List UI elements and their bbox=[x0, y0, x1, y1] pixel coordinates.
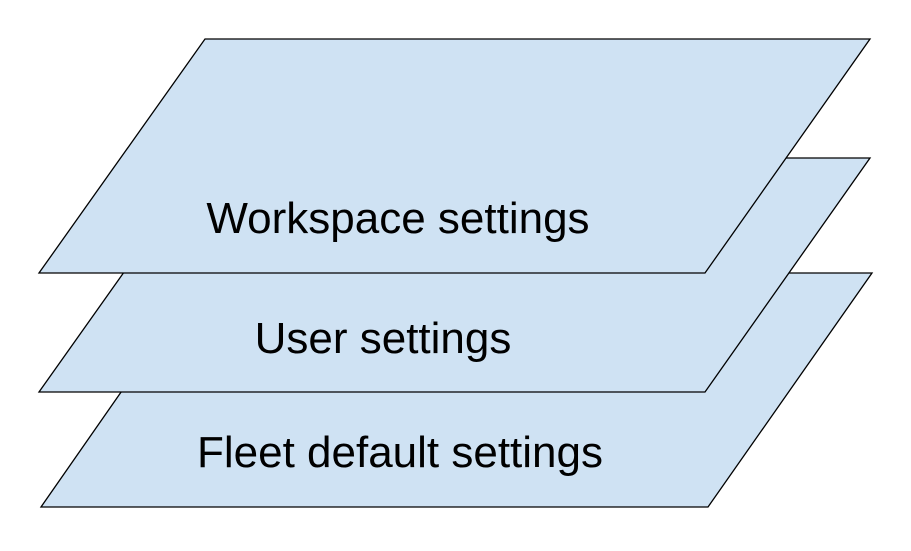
layer-user-label: User settings bbox=[255, 314, 512, 363]
layer-workspace-label: Workspace settings bbox=[206, 194, 589, 243]
layer-workspace: Workspace settings bbox=[37, 38, 872, 274]
layer-fleet-default-label: Fleet default settings bbox=[197, 428, 603, 477]
layer-workspace-shape bbox=[37, 38, 872, 274]
